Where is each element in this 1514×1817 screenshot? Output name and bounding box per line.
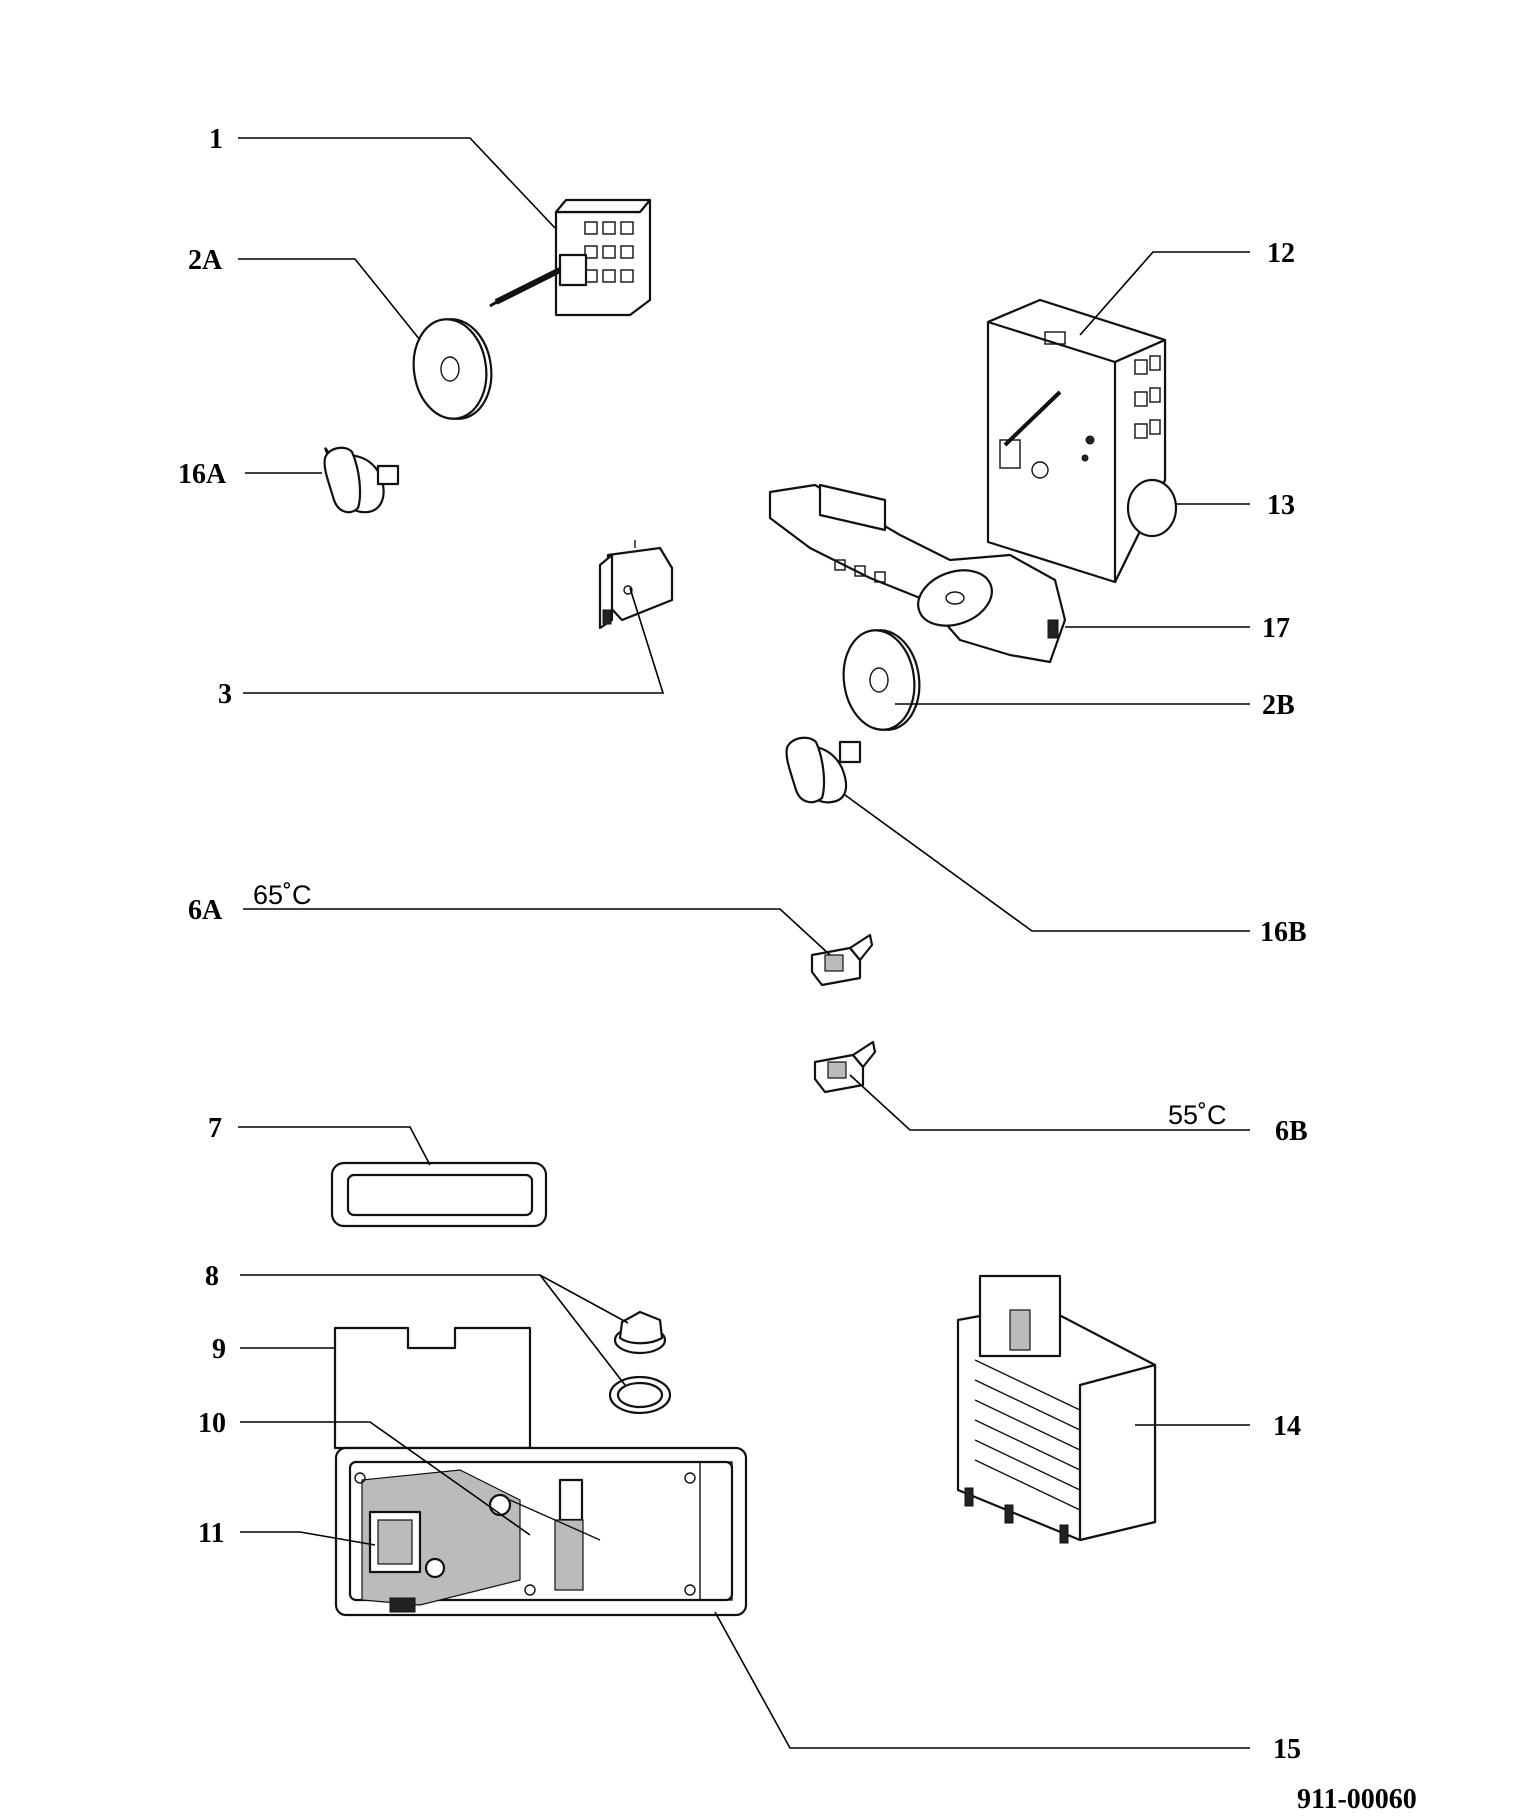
part-1-rotary-switch [489, 198, 652, 317]
callout-13: 13 [1267, 490, 1295, 521]
callout-16B: 16B [1260, 917, 1307, 948]
part-6A-thermostat [810, 933, 874, 987]
part-17-mounting-bracket [768, 483, 1067, 664]
part-2B-dial-disc [842, 629, 921, 731]
part-14-terminal-block [956, 1274, 1157, 1544]
part-16A-knob [323, 446, 400, 514]
callout-12: 12 [1267, 238, 1295, 269]
callout-10: 10 [198, 1408, 226, 1439]
callout-6B: 6B [1275, 1116, 1308, 1147]
callout-9: 9 [212, 1334, 226, 1365]
callout-16A: 16A [178, 459, 227, 490]
callout-8: 8 [205, 1261, 219, 1292]
callout-11: 11 [198, 1518, 224, 1549]
callout-1: 1 [209, 124, 223, 155]
callout-15: 15 [1273, 1734, 1301, 1765]
callout-2A: 2A [188, 245, 223, 276]
callout-2B: 2B [1262, 690, 1295, 721]
part-2A-dial-disc [412, 318, 493, 420]
temperature-6A: 65˚C [253, 880, 312, 910]
document-number: 911-00060 [1297, 1784, 1417, 1815]
callout-labels: 1 2A 16A 3 12 13 17 2B 16B 6A 6B 7 8 9 1… [178, 124, 1308, 1765]
temperature-6B: 55˚C [1168, 1100, 1227, 1130]
part-12-timer-unit [986, 298, 1167, 584]
callout-3: 3 [218, 679, 232, 710]
callout-6A: 6A [188, 895, 223, 926]
part-15-base-unit [333, 1326, 748, 1617]
callout-7: 7 [208, 1113, 222, 1144]
part-7-gasket [330, 1161, 548, 1228]
leader-lines [238, 137, 1250, 1749]
callout-14: 14 [1273, 1411, 1301, 1442]
part-16B-knob [785, 736, 862, 804]
part-6B-thermostat [813, 1040, 877, 1094]
part-8-knob-washer [608, 1310, 672, 1415]
callout-17: 17 [1262, 613, 1290, 644]
part-3-micro-switch [598, 540, 674, 630]
part-13-timer-motor [1126, 478, 1178, 538]
